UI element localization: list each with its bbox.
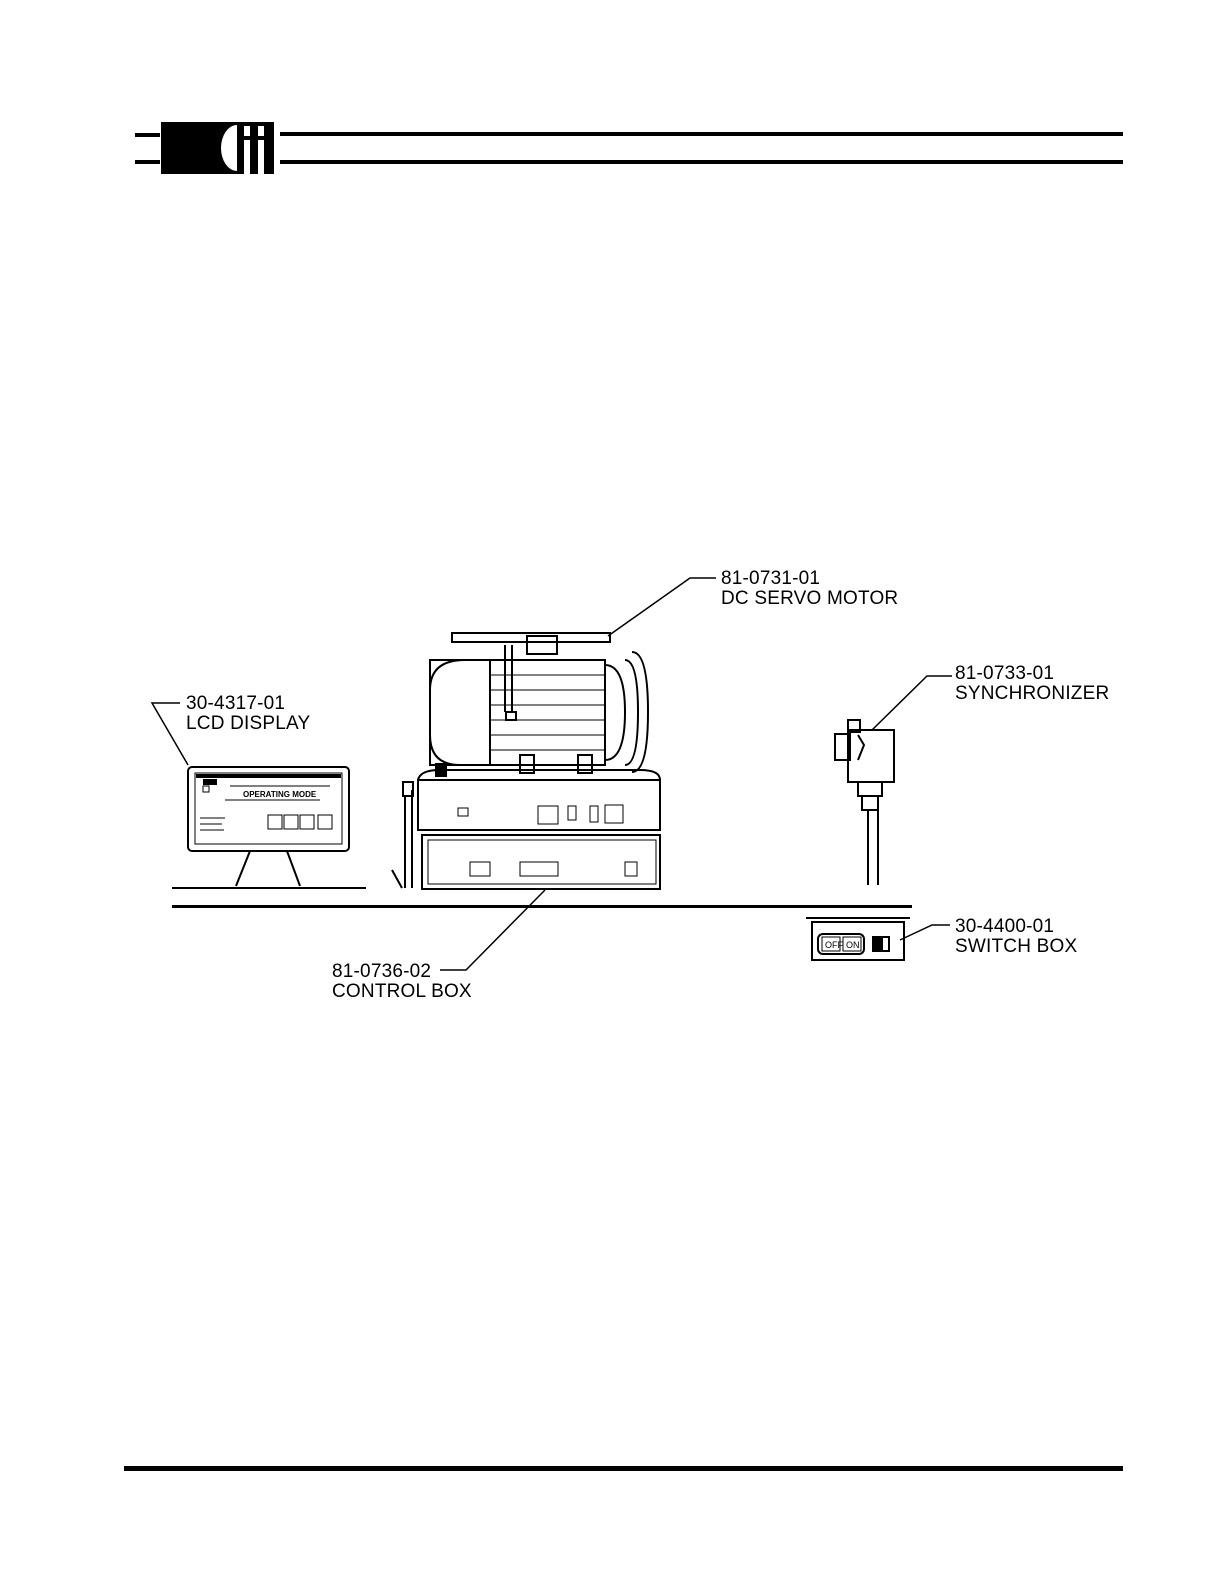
switch-part-number: 30-4400-01: [955, 917, 1077, 937]
switch-off-label: OFF: [825, 940, 843, 950]
floor-line: [172, 905, 912, 908]
motor-callout: 81-0731-01 DC SERVO MOTOR: [721, 569, 898, 609]
motor-leader: [608, 578, 716, 636]
sync-callout: 81-0733-01 SYNCHRONIZER: [955, 664, 1109, 704]
motor-name: DC SERVO MOTOR: [721, 589, 898, 609]
lcd-part-number: 30-4317-01: [186, 694, 310, 714]
switch-leader: [900, 925, 950, 940]
control-name: CONTROL BOX: [332, 982, 472, 1000]
switch-name: SWITCH BOX: [955, 937, 1077, 957]
synchronizer-drawing: [835, 720, 894, 885]
motor-part-number: 81-0731-01: [721, 569, 898, 589]
company-logo: [161, 122, 274, 174]
control-leader: [440, 890, 545, 970]
lcd-leader: [152, 703, 188, 765]
header-rule: [135, 132, 1123, 164]
sync-leader: [872, 676, 952, 730]
control-part-number: 81-0736-02: [332, 962, 472, 982]
switch-on-label: ON: [846, 940, 860, 950]
sync-part-number: 81-0733-01: [955, 664, 1109, 684]
footer-rule: [124, 1466, 1123, 1471]
control-callout: 81-0736-02 CONTROL BOX: [332, 962, 472, 1000]
lcd-name: LCD DISPLAY: [186, 714, 310, 734]
switch-box-drawing: [806, 918, 910, 960]
servo-motor-drawing: [392, 633, 660, 889]
sync-name: SYNCHRONIZER: [955, 684, 1109, 704]
lcd-mode-text: OPERATING MODE: [243, 790, 317, 799]
switch-callout: 30-4400-01 SWITCH BOX: [955, 917, 1077, 957]
lcd-display-drawing: [172, 767, 366, 888]
lcd-callout: 30-4317-01 LCD DISPLAY: [186, 694, 310, 734]
